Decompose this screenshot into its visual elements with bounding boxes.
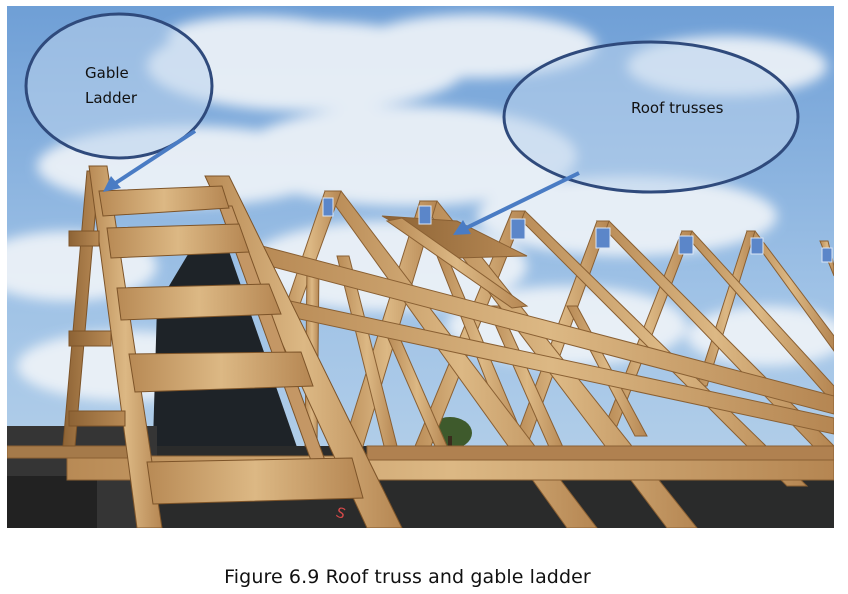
roof-trusses — [7, 190, 834, 528]
figure-caption: Figure 6.9 Roof truss and gable ladder — [224, 566, 591, 588]
callout-arrow — [461, 171, 580, 232]
callout-gable-ladder: Gable Ladder — [24, 12, 214, 192]
callout-label: Roof trusses — [631, 99, 724, 117]
photograph: S Gable Ladder Roof trusses — [7, 6, 834, 528]
arrow-head-icon — [453, 220, 471, 235]
arrow-head-icon — [103, 176, 121, 192]
gable-ladder — [62, 165, 403, 528]
gusset-plates — [322, 197, 833, 263]
callout-arrow — [109, 129, 197, 188]
callout-label-line-2: Ladder — [85, 89, 138, 107]
callout-ellipse — [24, 12, 214, 160]
callout-roof-trusses: Roof trusses — [453, 40, 800, 235]
callout-label-line-1: Gable — [85, 64, 129, 82]
callout-ellipse — [502, 40, 800, 194]
